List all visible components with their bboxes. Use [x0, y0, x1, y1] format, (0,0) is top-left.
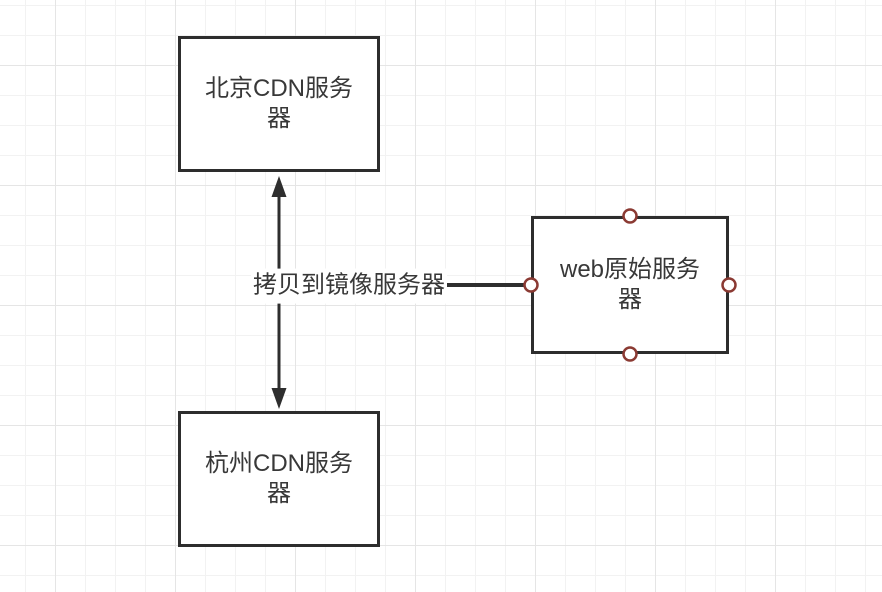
node-web-origin-server[interactable]: web原始服务器 — [531, 216, 729, 354]
node-label: 北京CDN服务器 — [205, 75, 353, 132]
arrow-up-icon — [271, 176, 287, 197]
node-beijing-cdn-server[interactable]: 北京CDN服务器 — [178, 36, 380, 172]
node-label: 杭州CDN服务器 — [205, 450, 353, 507]
node-hangzhou-cdn-server[interactable]: 杭州CDN服务器 — [178, 411, 380, 547]
edge-label-copy-to-mirror[interactable]: 拷贝到镜像服务器 — [251, 268, 447, 304]
arrow-down-icon — [271, 388, 287, 409]
node-label: web原始服务器 — [559, 256, 701, 313]
